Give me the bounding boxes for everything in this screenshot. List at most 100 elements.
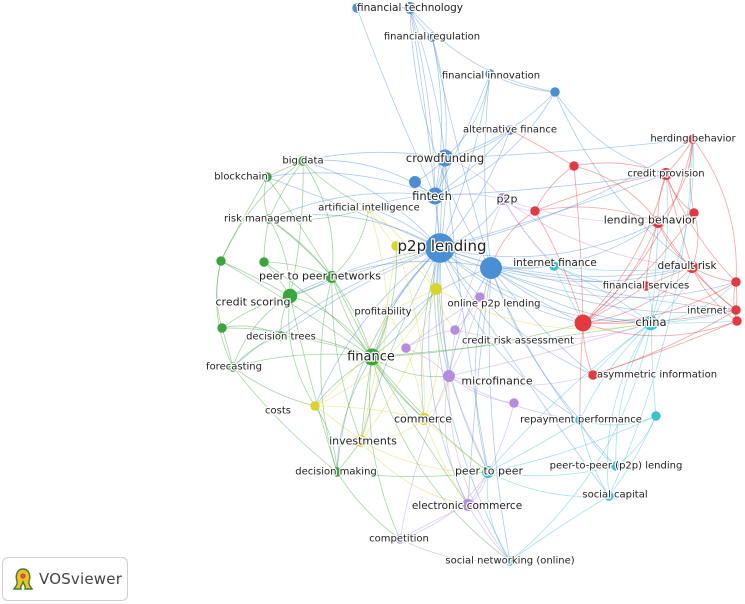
node-financial-regulation[interactable] (427, 32, 437, 42)
node-big-data[interactable] (298, 156, 308, 166)
node-red-hub[interactable] (574, 314, 592, 332)
node-commerce[interactable] (418, 413, 430, 425)
label-default-risk: default risk (657, 260, 717, 272)
link-crowdfunding-peer_to_peer (444, 157, 489, 473)
node-red-e[interactable] (732, 316, 742, 326)
node-decision-trees[interactable] (276, 331, 286, 341)
node-peer-to-peer[interactable] (482, 466, 494, 478)
link-electronic_commerce-purple_c (467, 402, 515, 506)
link-credit_scoring-big_data (289, 160, 304, 297)
node-microfinance[interactable] (443, 370, 455, 382)
node-decision-making[interactable] (332, 467, 342, 477)
link-p2p-china (502, 198, 652, 324)
link-crowdfunding-financial_regulation (431, 36, 447, 159)
node-lending-behavior[interactable] (652, 216, 664, 228)
link-blue_hub-red_hub (490, 267, 584, 324)
node-blue-b[interactable] (352, 3, 362, 13)
link-blue_hub-electronic_commerce (467, 267, 492, 506)
node-finance[interactable] (363, 348, 381, 366)
node-herding-behavior[interactable] (688, 134, 698, 144)
link-investments-peer_to_peer (360, 440, 489, 473)
link-peer_to_peer_networks-big_data (302, 160, 334, 278)
link-big_data-artificial_intelligence (302, 160, 370, 209)
link-decision_trees-green_c (221, 325, 282, 337)
node-cyan-a[interactable] (651, 411, 661, 421)
node-internet[interactable] (731, 305, 741, 315)
node-crowdfunding[interactable] (436, 149, 454, 167)
node-blue-c[interactable] (409, 176, 421, 188)
link-fintech-risk_management (268, 192, 436, 220)
node-alternative-finance[interactable] (505, 125, 515, 135)
link-china-peer_to_peer (487, 322, 652, 473)
link-internet_finance-red_hub (553, 265, 584, 324)
link-peer_to_peer_networks-artificial_intelligence (331, 207, 370, 278)
link-peer_to_peer-social_capital (487, 471, 610, 498)
link-red_hub-repayment_performance (579, 322, 584, 421)
node-p2p[interactable] (497, 193, 509, 205)
node-peer-to-peer-p2p-lending[interactable] (611, 461, 621, 471)
label-alternative-finance: alternative finance (463, 125, 557, 136)
link-credit_scoring-risk_management (268, 218, 291, 297)
node-purple-c[interactable] (509, 398, 519, 408)
node-default-risk[interactable] (686, 261, 698, 273)
link-investments-commerce (360, 418, 425, 442)
link-p2p_lending-credit_provision (439, 173, 667, 249)
link-default_risk-red_e (691, 266, 738, 322)
link-red_hub-red_b (534, 210, 584, 324)
link-p2p_lending-herding_behavior (439, 138, 694, 249)
link-blue_hub-peer_to_peer (474, 267, 492, 473)
node-p2p-lending[interactable] (425, 233, 455, 263)
node-credit-scoring[interactable] (282, 288, 298, 304)
link-electronic_commerce-competition (399, 504, 469, 540)
link-peer_to_peer_networks-investments (331, 276, 362, 442)
node-red-a[interactable] (569, 161, 579, 171)
node-yellow-a[interactable] (391, 241, 401, 251)
link-commerce-profitability (387, 310, 425, 420)
node-artificial-intelligence[interactable] (364, 203, 374, 213)
label-costs: costs (265, 406, 291, 417)
node-costs[interactable] (310, 401, 320, 411)
node-green-c[interactable] (217, 323, 227, 333)
node-financial-technology[interactable] (404, 2, 416, 14)
label-risk-management: risk management (224, 214, 312, 225)
node-online-p2p-lending[interactable] (430, 283, 442, 295)
node-blockchain[interactable] (262, 172, 272, 182)
node-financial-innovation[interactable] (485, 69, 495, 79)
label-internet-finance: internet finance (513, 257, 596, 269)
node-peer-to-peer-networks[interactable] (326, 271, 338, 283)
node-blue-a[interactable] (550, 87, 560, 97)
node-social-capital[interactable] (604, 491, 614, 501)
label-lending-behavior: lending behavior (604, 214, 697, 227)
node-purple-b[interactable] (401, 343, 411, 353)
node-social-networking-online[interactable] (505, 556, 515, 566)
label-credit-scoring: credit scoring (216, 296, 291, 309)
node-financial-services[interactable] (641, 281, 651, 291)
link-crowdfunding-social_networking_online (433, 157, 511, 562)
node-china[interactable] (643, 315, 659, 331)
node-asymmetric-information[interactable] (588, 370, 598, 380)
link-fintech-blockchain (266, 172, 436, 197)
node-red-b[interactable] (530, 206, 540, 216)
node-red-c[interactable] (689, 208, 699, 218)
node-green-a[interactable] (216, 256, 226, 266)
node-blue-hub[interactable] (480, 257, 502, 279)
node-green-b[interactable] (259, 257, 269, 267)
link-china-credit_provision (650, 173, 669, 324)
node-risk-management[interactable] (264, 214, 274, 224)
node-purple-a[interactable] (475, 292, 485, 302)
node-internet-finance[interactable] (549, 261, 559, 271)
node-forecasting[interactable] (228, 362, 238, 372)
node-credit-provision[interactable] (660, 168, 672, 180)
link-credit_provision-default_risk (665, 173, 693, 268)
node-profitability[interactable] (383, 306, 393, 316)
node-competition[interactable] (395, 534, 405, 544)
node-repayment-performance[interactable] (575, 415, 585, 425)
node-red-d[interactable] (731, 277, 741, 287)
node-electronic-commerce[interactable] (462, 499, 474, 511)
link-peer_to_peer-social_networking_online (486, 471, 511, 562)
node-credit-risk-assessment[interactable] (450, 325, 460, 335)
link-repayment_performance-cyan_a (579, 415, 657, 426)
node-investments[interactable] (355, 435, 367, 447)
node-fintech[interactable] (426, 187, 444, 205)
